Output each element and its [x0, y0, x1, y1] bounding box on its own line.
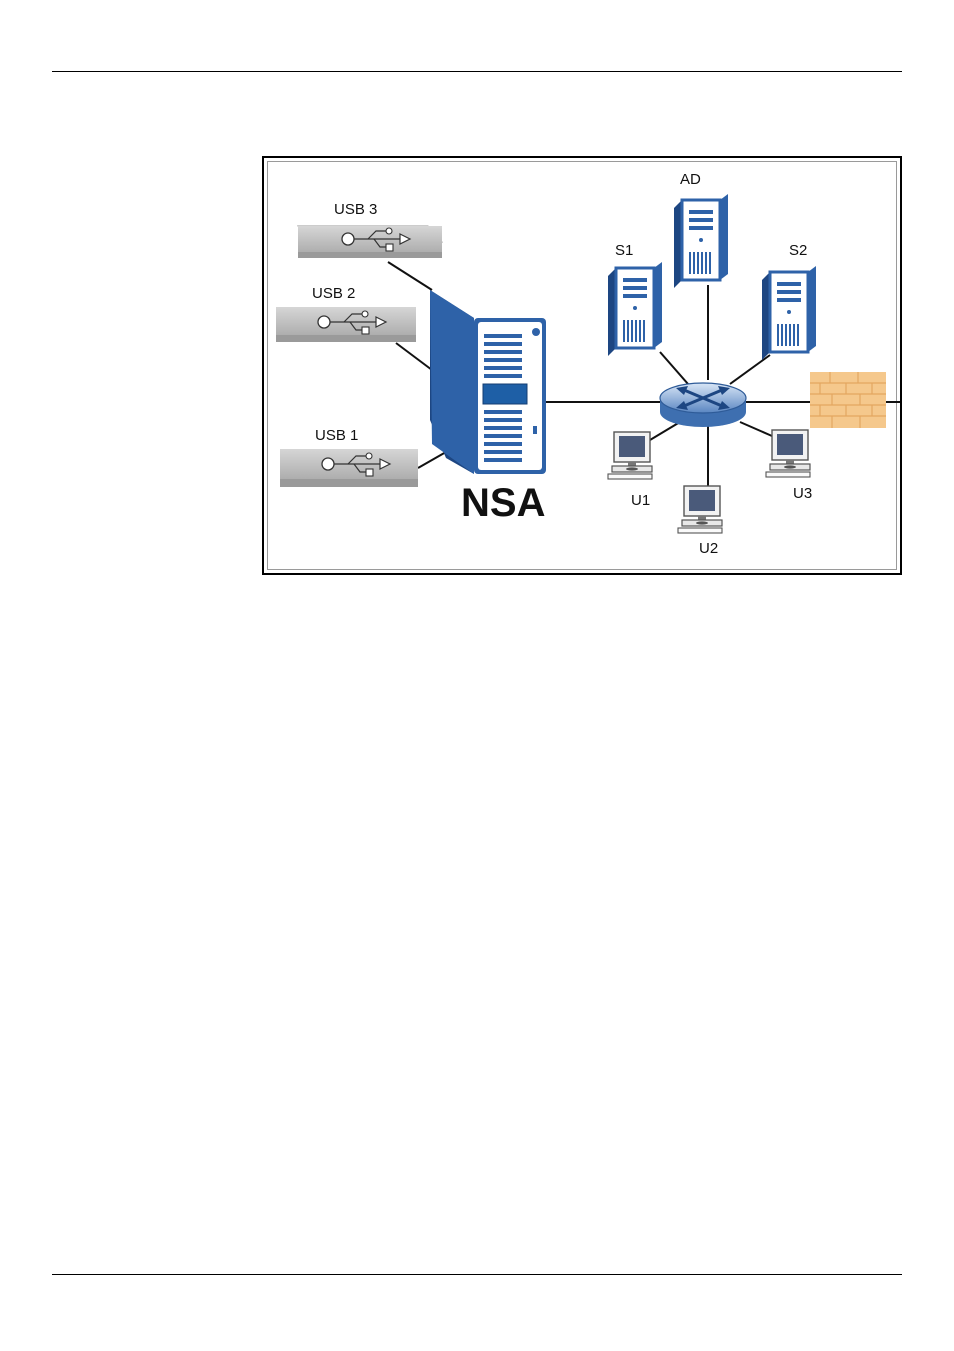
tower-server-icon [762, 266, 816, 360]
link-s2-switch [730, 355, 770, 384]
link-switch-u1 [650, 422, 680, 440]
desktop-computer-icon [678, 486, 722, 533]
label-s2: S2 [789, 242, 807, 259]
label-u3: U3 [793, 485, 812, 502]
usb-drive-icon [276, 307, 416, 339]
desktop-computer-icon [608, 432, 652, 479]
tower-server-icon [674, 194, 728, 288]
label-s1: S1 [615, 242, 633, 259]
desktop-computer-icon [766, 430, 810, 477]
label-usb2: USB 2 [312, 285, 355, 302]
label-u2: U2 [699, 540, 718, 557]
usb-drive-icon [280, 449, 418, 483]
tower-server-s1 [608, 262, 662, 356]
desktop-u1 [608, 432, 652, 479]
label-usb1: USB 1 [315, 427, 358, 444]
usb-drive-icon [298, 226, 442, 256]
nas-server-icon [430, 290, 546, 474]
desktop-u3 [766, 430, 810, 477]
desktop-u2 [678, 486, 722, 533]
footer-rule [52, 1274, 902, 1275]
link-usb1-nsa [418, 452, 446, 468]
router-switch-icon [660, 383, 746, 427]
link-switch-u3 [740, 422, 772, 436]
tower-server-s2 [762, 266, 816, 360]
link-usb2-nsa [396, 343, 432, 370]
usb-drive-3 [298, 226, 442, 258]
tower-server-icon [608, 262, 662, 356]
usb-drive-2 [276, 307, 416, 342]
link-usb3-nsa [388, 262, 432, 290]
label-u1: U1 [631, 492, 650, 509]
firewall-icon [810, 372, 886, 428]
label-ad: AD [680, 171, 701, 188]
link-s1-switch [660, 352, 688, 384]
label-usb3: USB 3 [334, 201, 377, 218]
label-nsa: NSA [461, 481, 545, 525]
tower-server-ad [674, 194, 728, 288]
usb-drive-1 [280, 449, 418, 487]
